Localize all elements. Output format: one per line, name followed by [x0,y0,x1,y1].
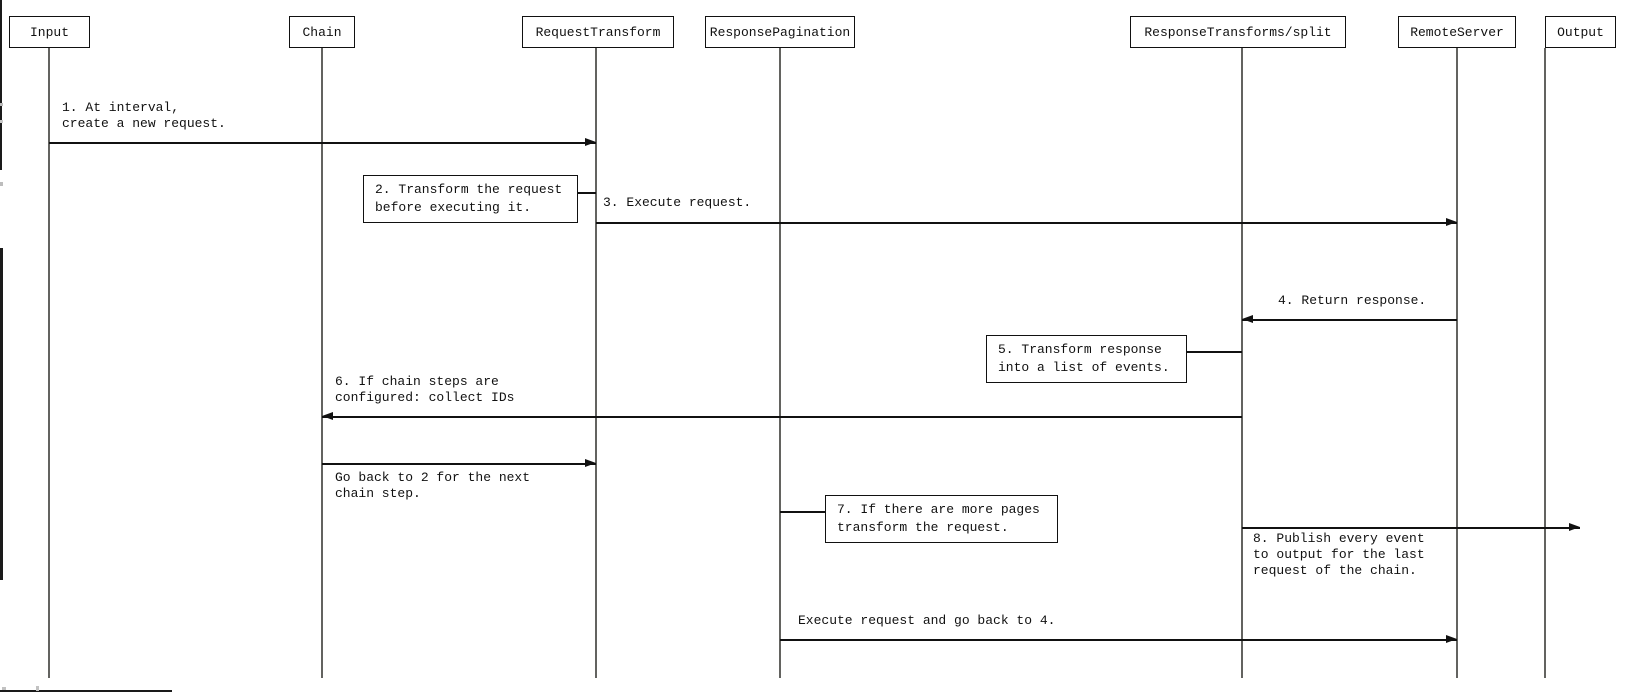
message-label-line: 3. Execute request. [603,195,752,210]
message-arrow-msg6-collect-ids [322,416,1242,418]
arrowhead-msg4-return-response [1242,315,1253,323]
message-label-line: request of the chain. [1253,563,1417,578]
message-arrow-msg1-create-request [49,142,596,144]
message-label-label-msg4: 4. Return response. [1278,293,1426,309]
participant-box-response-transforms-split: ResponseTransforms/split [1130,16,1346,48]
message-arrow-msg-execute-go-back-4 [780,639,1457,641]
bottom-left-speck [2,687,6,690]
lifeline-response-pagination [779,48,781,678]
arrowhead-msg8-publish-events [1569,523,1580,531]
message-arrow-msg3-execute-request [596,222,1457,224]
message-arrow-msg-go-back-to-2 [322,463,596,465]
arrowhead-msg6-collect-ids [322,412,333,420]
note-box-note7-more-pages: 7. If there are more pages transform the … [825,495,1058,543]
message-arrow-msg8-publish-events [1242,527,1580,529]
left-edge-tick [0,182,3,186]
arrowhead-msg-execute-go-back-4 [1446,635,1457,643]
message-arrow-msg4-return-response [1242,319,1457,321]
message-label-line: 4. Return response. [1278,293,1427,308]
note-connector-note5-transform-response [1187,351,1242,353]
lifeline-request-transform [595,48,597,678]
note-text-line: 5. Transform response [998,342,1162,357]
left-edge-line-top [0,0,2,170]
lifeline-output [1544,48,1546,678]
message-label-label-msg3: 3. Execute request. [603,195,751,211]
note-text-line: 2. Transform the request [375,182,563,197]
left-edge-tick [0,103,3,106]
participant-box-response-pagination: ResponsePagination [705,16,855,48]
message-label-line: configured: collect IDs [335,390,515,405]
message-label-line: Go back to 2 for the next [335,470,531,485]
participant-box-remote-server: RemoteServer [1398,16,1516,48]
arrowhead-msg1-create-request [585,138,596,146]
note-connector-note7-more-pages [780,511,825,513]
note-box-note5-transform-response: 5. Transform response into a list of even… [986,335,1187,383]
left-edge-tick [0,120,3,123]
lifeline-chain [321,48,323,678]
participant-label-response-pagination: ResponsePagination [709,24,851,40]
message-label-line: 6. If chain steps are [335,374,499,389]
participant-label-response-transforms-split: ResponseTransforms/split [1144,24,1332,40]
participant-box-chain: Chain [289,16,355,48]
participant-label-output: Output [1557,24,1604,40]
note-text-line: before executing it. [375,200,532,215]
left-edge-line-mid [0,248,3,580]
participant-label-request-transform: RequestTransform [535,24,661,40]
participant-box-request-transform: RequestTransform [522,16,674,48]
lifeline-input [48,48,50,678]
arrowhead-msg-go-back-to-2 [585,459,596,467]
message-label-label-msg1: 1. At interval,create a new request. [62,100,226,132]
note-text-line: 7. If there are more pages [837,502,1040,517]
message-label-line: 1. At interval, [62,100,180,115]
participant-label-input: Input [29,24,69,40]
note-box-note2-transform-request: 2. Transform the request before executing… [363,175,578,223]
participant-label-chain: Chain [302,24,342,40]
lifeline-response-transforms-split [1241,48,1243,678]
lifeline-remote-server [1456,48,1458,678]
note-text-line: into a list of events. [998,360,1170,375]
message-label-line: Execute request and go back to 4. [798,613,1056,628]
message-label-line: create a new request. [62,116,226,131]
arrowhead-msg3-execute-request [1446,218,1457,226]
note-text-line: transform the request. [837,520,1009,535]
message-label-line: 8. Publish every event [1253,531,1425,546]
bottom-left-speck [36,686,39,691]
participant-box-input: Input [9,16,90,48]
bottom-edge-line [0,690,172,692]
message-label-label-execute-go-back-4: Execute request and go back to 4. [798,613,1055,629]
participant-box-output: Output [1545,16,1616,48]
participant-label-remote-server: RemoteServer [1410,24,1504,40]
note-connector-note2-transform-request [578,192,596,194]
message-label-line: chain step. [335,486,421,501]
message-label-line: to output for the last [1253,547,1425,562]
